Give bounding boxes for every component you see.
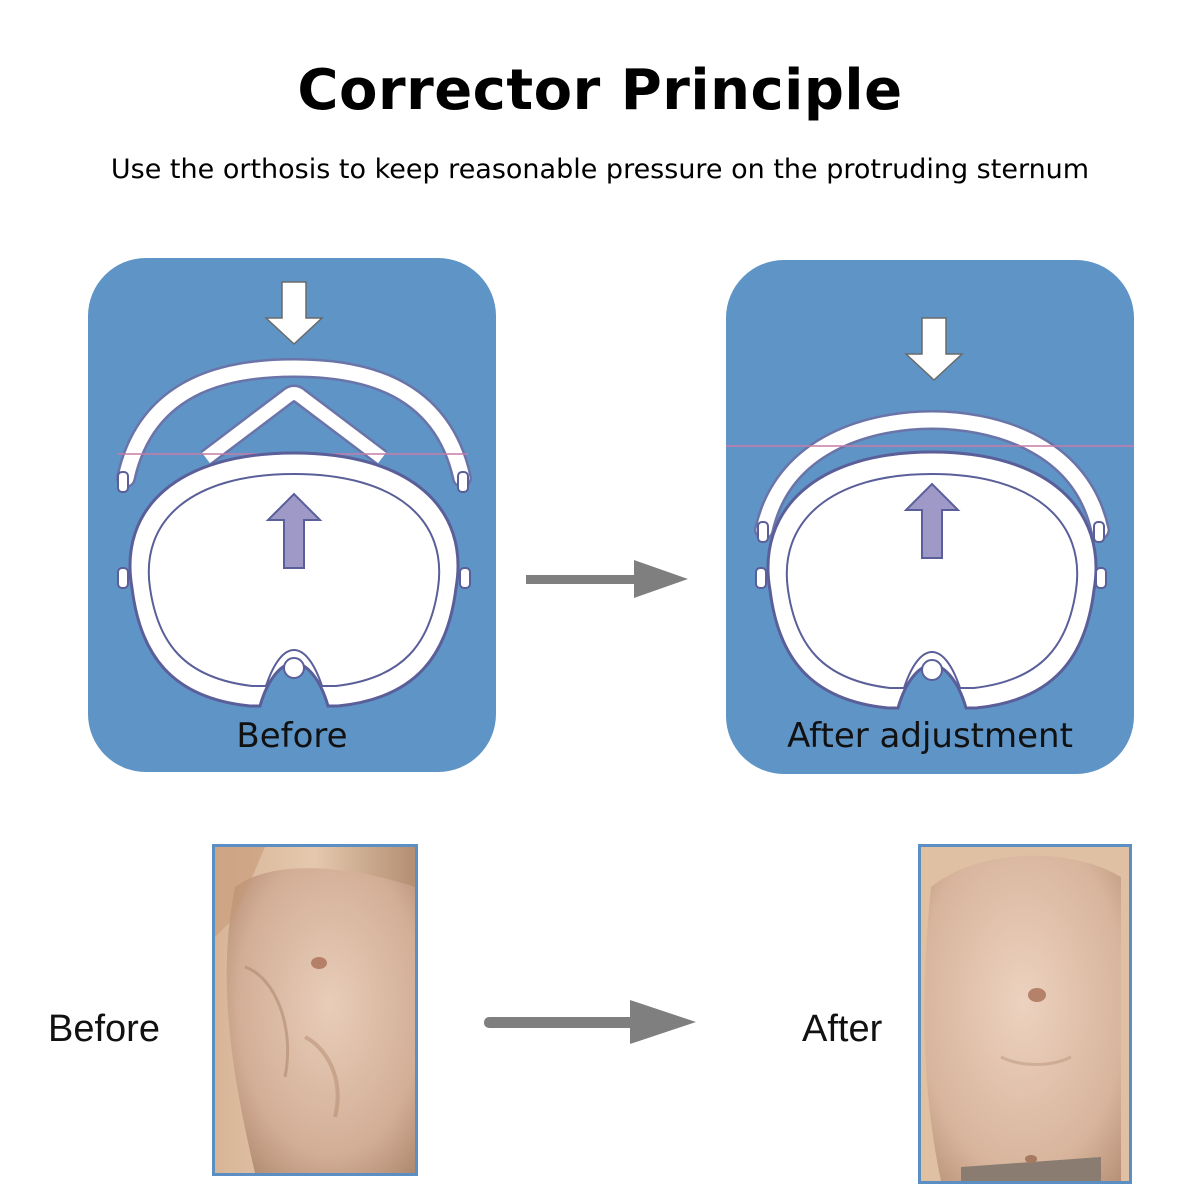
diagram-transition-arrow — [526, 560, 688, 598]
before-diagram-label: Before — [236, 716, 348, 756]
after-diagram-panel: After adjustment — [726, 260, 1134, 774]
page-title: Corrector Principle — [297, 58, 903, 123]
after-diagram-label: After adjustment — [787, 716, 1073, 756]
after-photo-label: After — [802, 1008, 883, 1050]
chest-cross-section-after — [726, 317, 1134, 710]
before-torso-image — [215, 847, 415, 1173]
external-pressure-arrow — [904, 317, 964, 382]
chest-cross-section-before — [116, 281, 472, 708]
photo-transition-arrow — [484, 1000, 696, 1044]
internal-pressure-arrow — [903, 482, 961, 559]
external-pressure-arrow — [264, 281, 324, 346]
before-photo — [212, 844, 418, 1176]
before-photo-label: Before — [48, 1008, 160, 1050]
protruding-sternum — [200, 384, 388, 466]
after-torso-image — [921, 847, 1129, 1181]
before-diagram-panel: Before — [88, 258, 496, 772]
page-subtitle: Use the orthosis to keep reasonable pres… — [110, 154, 1090, 185]
internal-pressure-arrow — [265, 492, 323, 569]
after-photo — [918, 844, 1132, 1184]
